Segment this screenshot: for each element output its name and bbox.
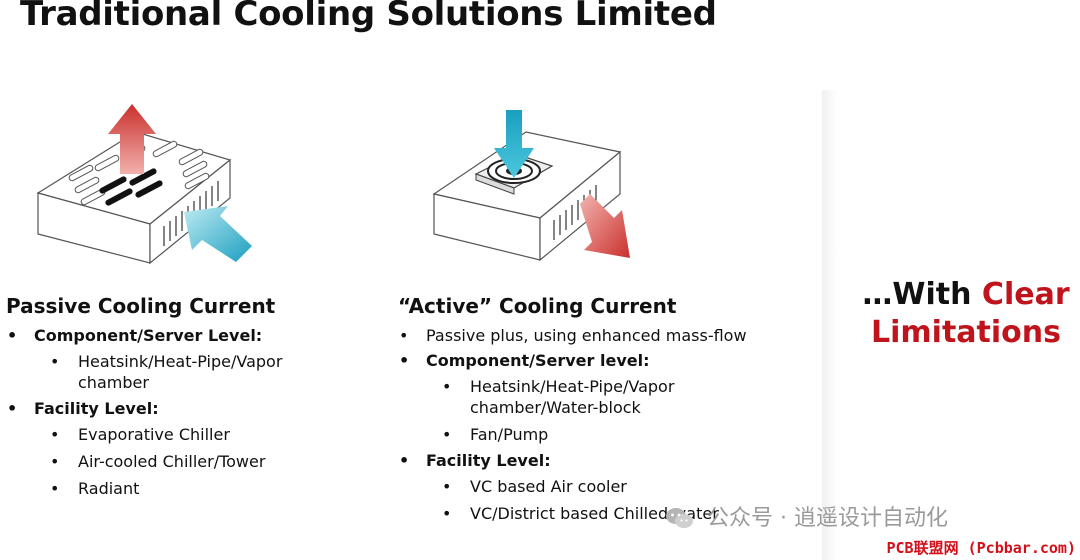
passive-list: Component/Server Level: Heatsink/Heat-Pi… [6, 326, 336, 499]
active-list: Passive plus, using enhanced mass-flow C… [398, 326, 818, 524]
list-item: Fan/Pump [426, 424, 818, 445]
page-title: Traditional Cooling Solutions Limited [20, 0, 717, 34]
sub-list: VC based Air cooler VC/District based Ch… [426, 476, 818, 524]
list-item-label: Facility Level: [34, 399, 159, 418]
sub-list: Heatsink/Heat-Pipe/Vapor chamber [34, 351, 336, 393]
list-item: Component/Server Level: Heatsink/Heat-Pi… [6, 326, 336, 393]
callout-line-2: Limitations [871, 315, 1061, 350]
list-item-label: Component/Server Level: [34, 326, 263, 345]
list-item: Heatsink/Heat-Pipe/Vapor chamber/Water-b… [426, 376, 680, 418]
callout-prefix: …With [862, 277, 982, 312]
sub-list: Evaporative Chiller Air-cooled Chiller/T… [34, 424, 336, 499]
list-item: Air-cooled Chiller/Tower [34, 451, 336, 472]
passive-heading: Passive Cooling Current [6, 294, 276, 318]
active-cooling-section: “Active” Cooling Current Passive plus, u… [398, 294, 818, 530]
list-item: Evaporative Chiller [34, 424, 336, 445]
list-item: VC/District based Chilled water [426, 503, 818, 524]
list-item: Passive plus, using enhanced mass-flow [398, 326, 818, 345]
wechat-icon [666, 508, 693, 528]
active-fan-illustration [432, 110, 630, 262]
list-item: Component/Server level: Heatsink/Heat-Pi… [398, 351, 818, 445]
list-item-label: Component/Server level: [426, 351, 650, 370]
list-item: Radiant [34, 478, 336, 499]
passive-heatsink-illustration [36, 104, 252, 265]
active-heading: “Active” Cooling Current [398, 294, 677, 318]
passive-cooling-section: Passive Cooling Current Component/Server… [6, 294, 336, 505]
list-item-label: Facility Level: [426, 451, 551, 470]
sub-list: Heatsink/Heat-Pipe/Vapor chamber/Water-b… [426, 376, 818, 445]
watermark-text: 公众号 · 逍遥设计自动化 [707, 506, 948, 531]
panel-divider [822, 90, 838, 560]
list-item: Facility Level: VC based Air cooler VC/D… [398, 451, 818, 524]
callout-line-1: …With Clear [852, 276, 1080, 314]
list-item: Facility Level: Evaporative Chiller Air-… [6, 399, 336, 499]
watermark: 公众号 · 逍遥设计自动化 [664, 500, 948, 532]
list-item: Heatsink/Heat-Pipe/Vapor chamber [34, 351, 308, 393]
limitations-callout: …With Clear Limitations [852, 276, 1080, 352]
list-item: VC based Air cooler [426, 476, 818, 497]
callout-highlight: Clear [981, 277, 1070, 312]
footer-watermark: PCB联盟网 (Pcbbar.com) [886, 539, 1077, 557]
